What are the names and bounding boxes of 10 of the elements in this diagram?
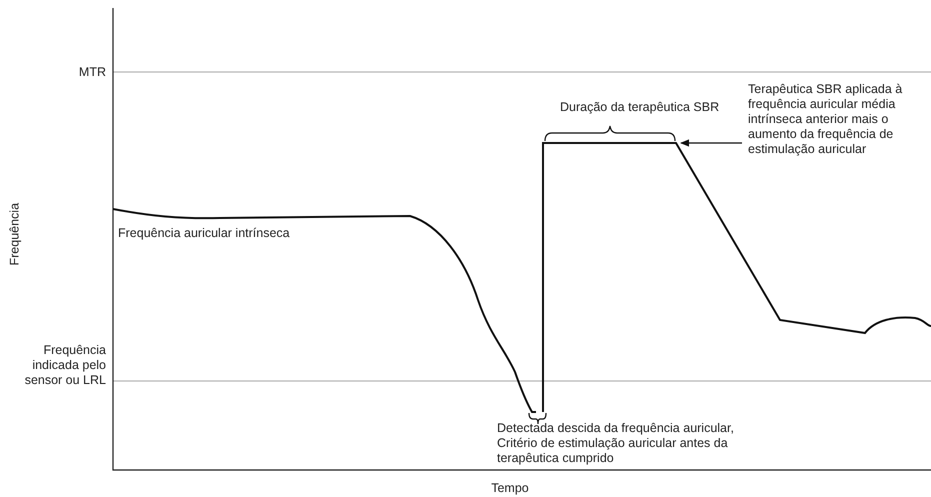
annotation-text: Terapêutica SBR aplicada à frequência auricular média intrínseca anterior mais o aumento da frequência de estimulação auricular bbox=[748, 82, 920, 157]
axis-label: Frequência bbox=[8, 202, 22, 266]
note-text: Detectada descida da frequência auricular, Critério de estimulação auricular antes da terapêutica cumprido bbox=[497, 421, 735, 466]
axis-label: Tempo bbox=[490, 481, 530, 496]
rate-curve bbox=[112, 142, 931, 413]
level-label: Frequência indicada pelo sensor ou LRL bbox=[24, 343, 106, 388]
bracket-label: Duração da terapêutica SBR bbox=[560, 100, 720, 115]
curve-label: Frequência auricular intrínseca bbox=[118, 226, 291, 241]
leader-line bbox=[680, 139, 742, 147]
level-label: MTR bbox=[78, 65, 106, 80]
